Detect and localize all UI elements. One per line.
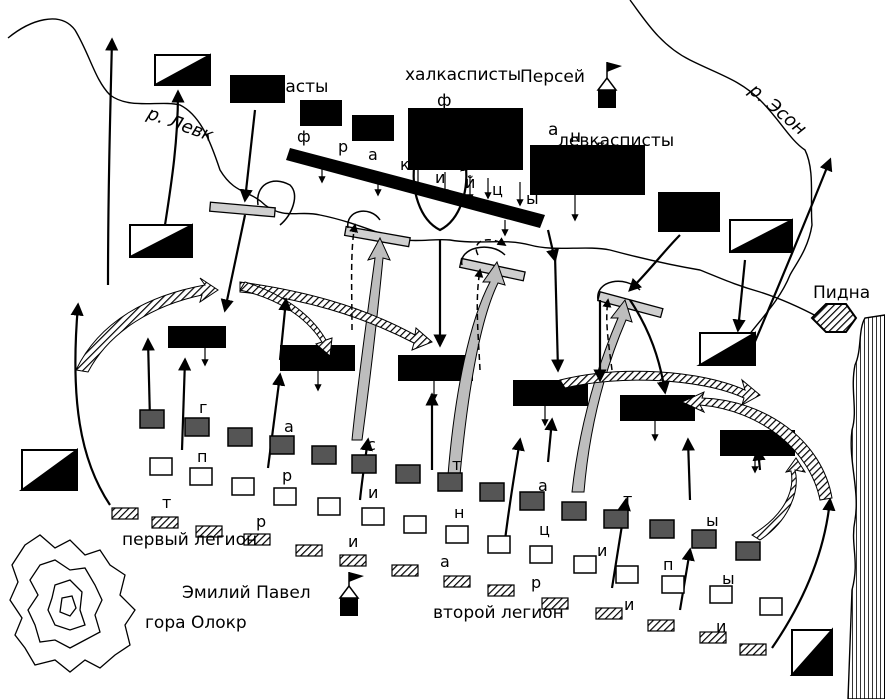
svg-text:р: р [256,512,266,531]
phalanx-block [658,192,720,232]
svg-text:ы: ы [722,569,735,588]
svg-text:ф: ф [437,91,452,111]
svg-text:п: п [197,447,207,466]
coast [847,314,885,699]
aemilius-label: Эмилий Павел [182,583,311,603]
cavalry-unit [154,53,211,86]
phalanx-small-arrows [201,160,759,474]
mount-olokr [9,534,136,673]
flanking-arrows [75,277,833,541]
svg-text:а: а [475,109,485,129]
svg-text:р: р [282,466,292,485]
phalanx-block [300,100,342,126]
svg-text:и: и [716,617,726,636]
river-eson-label: р. Эсон [744,79,811,140]
pydna-label: Пидна [813,283,870,303]
macedonian-blocks [230,75,720,232]
svg-text:г: г [596,137,605,157]
svg-text:а: а [284,417,294,436]
macedonian-cavalry [18,53,833,676]
river-levk-label: р. Левк [143,103,216,147]
svg-text:и: и [435,168,445,187]
svg-text:ы: ы [706,511,719,530]
roman-row-triarii [111,507,767,656]
cavalry-unit [129,223,193,258]
svg-text:а: а [548,120,558,140]
svg-text:а: а [440,552,450,571]
svg-text:а: а [368,145,378,164]
pydna-symbol [810,303,858,333]
river-eson [629,0,813,341]
macedonian-advance [168,326,795,456]
svg-text:н: н [454,503,464,522]
svg-text:т: т [162,493,171,512]
cavalry-unit [729,218,793,253]
svg-text:ф: ф [297,127,311,146]
svg-text:т: т [623,490,632,509]
dashed-arrows [349,223,613,371]
svg-text:р: р [338,137,348,156]
phalanx-line-letters: ф р а к и й ц ы [297,127,539,208]
svg-text:с: с [367,435,376,454]
svg-text:р: р [531,573,541,592]
hastati-letters: г а с т а т ы [199,398,719,530]
principes-letters: п р и н ц и п ы [197,447,735,588]
aemilius-flag-icon [338,572,364,616]
svg-text:п: п [663,555,673,574]
roman-row-hastati [139,409,761,561]
svg-text:и: и [368,483,378,502]
phalanx-block [352,115,394,141]
olokr-label: гора Олокр [145,613,247,633]
triarii-letters: т р и а р и и [162,493,726,636]
leukaspides-label: левкасписты [558,131,674,151]
roman-grey-arrows [351,236,633,493]
svg-text:ц: ц [539,520,550,539]
peltast-block [230,75,285,103]
svg-text:н: н [570,127,581,147]
svg-text:к: к [400,155,410,174]
perseus-label: Персей [520,67,585,87]
leukaspides-block [530,145,645,195]
perseus-flag-icon [596,62,622,108]
svg-text:й: й [465,173,475,192]
svg-text:т: т [452,455,461,474]
svg-text:и: и [597,541,607,560]
svg-text:а: а [624,145,634,165]
svg-text:и: и [624,595,634,614]
movement-arrows [70,37,836,649]
phalanx-letters: ф а л а н г а [437,91,634,165]
svg-text:ц: ц [492,180,503,199]
second-legion-label: второй легион [433,603,564,623]
river-levk [7,18,821,319]
roman-row-principes [149,457,783,616]
svg-text:г: г [199,398,207,417]
first-legion-label: первый легион [122,530,257,550]
loop-lines [257,180,641,301]
roman-cavalry [18,448,78,491]
roman-cavalry [789,627,833,676]
svg-text:и: и [348,532,358,551]
cavalry-unit [696,331,756,366]
svg-text:ы: ы [526,189,539,208]
peltasts-label: пельтасты [233,77,328,97]
svg-text:л: л [509,119,520,139]
svg-text:а: а [538,476,548,495]
chalkaspides-label: халкасписты [405,65,521,85]
